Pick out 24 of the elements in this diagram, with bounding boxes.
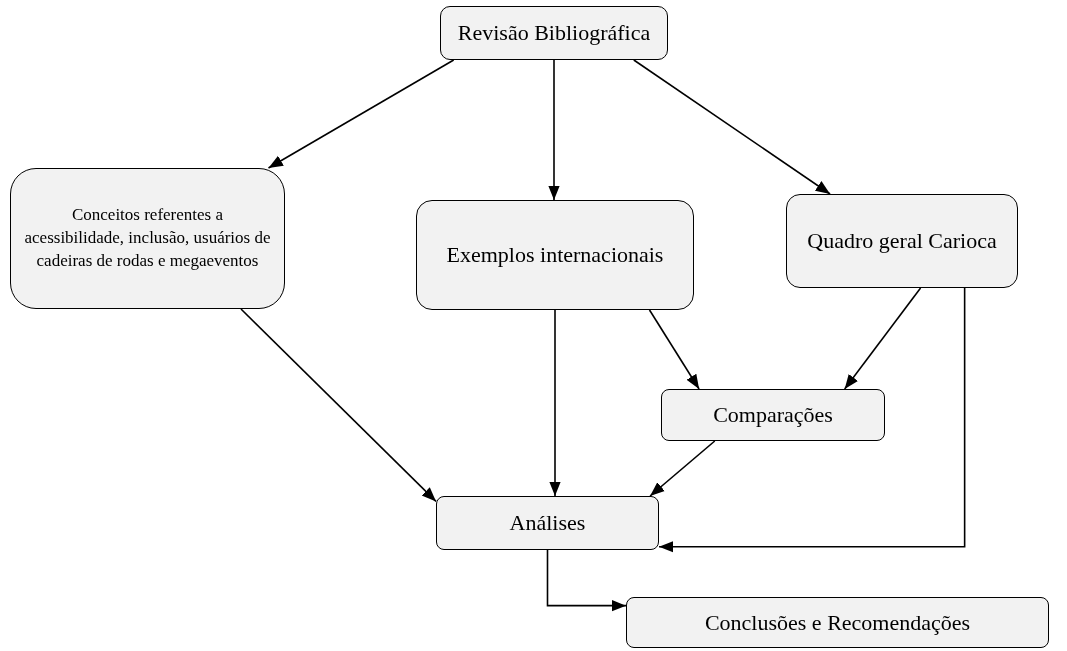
process-box [436,496,659,550]
box-label: Análises [509,509,586,538]
arrow [633,59,831,195]
box-label: Revisão Bibliográfica [457,19,651,48]
arrow [648,309,700,390]
process-box [416,200,694,310]
arrow [549,309,561,497]
box-label: Exemplos internacionais [446,241,664,270]
box-label: Conclusões e Recomendações [704,608,971,637]
process-box [10,168,285,309]
box-label: Conceitos referentes a acessibilidade, inclusão, usuários de cadeiras de rodas e megaeventos [23,204,272,272]
arrow [548,59,560,201]
process-box [440,6,668,60]
arrow [658,287,966,553]
box-label: Quadro geral Carioca [807,227,997,256]
process-box [786,194,1018,288]
arrow [843,287,922,390]
arrow [649,440,716,497]
arrow [546,549,627,612]
box-label: Comparações [713,401,833,430]
arrow [240,308,437,503]
process-box [661,389,885,441]
process-box [626,597,1049,648]
arrow [267,59,455,169]
